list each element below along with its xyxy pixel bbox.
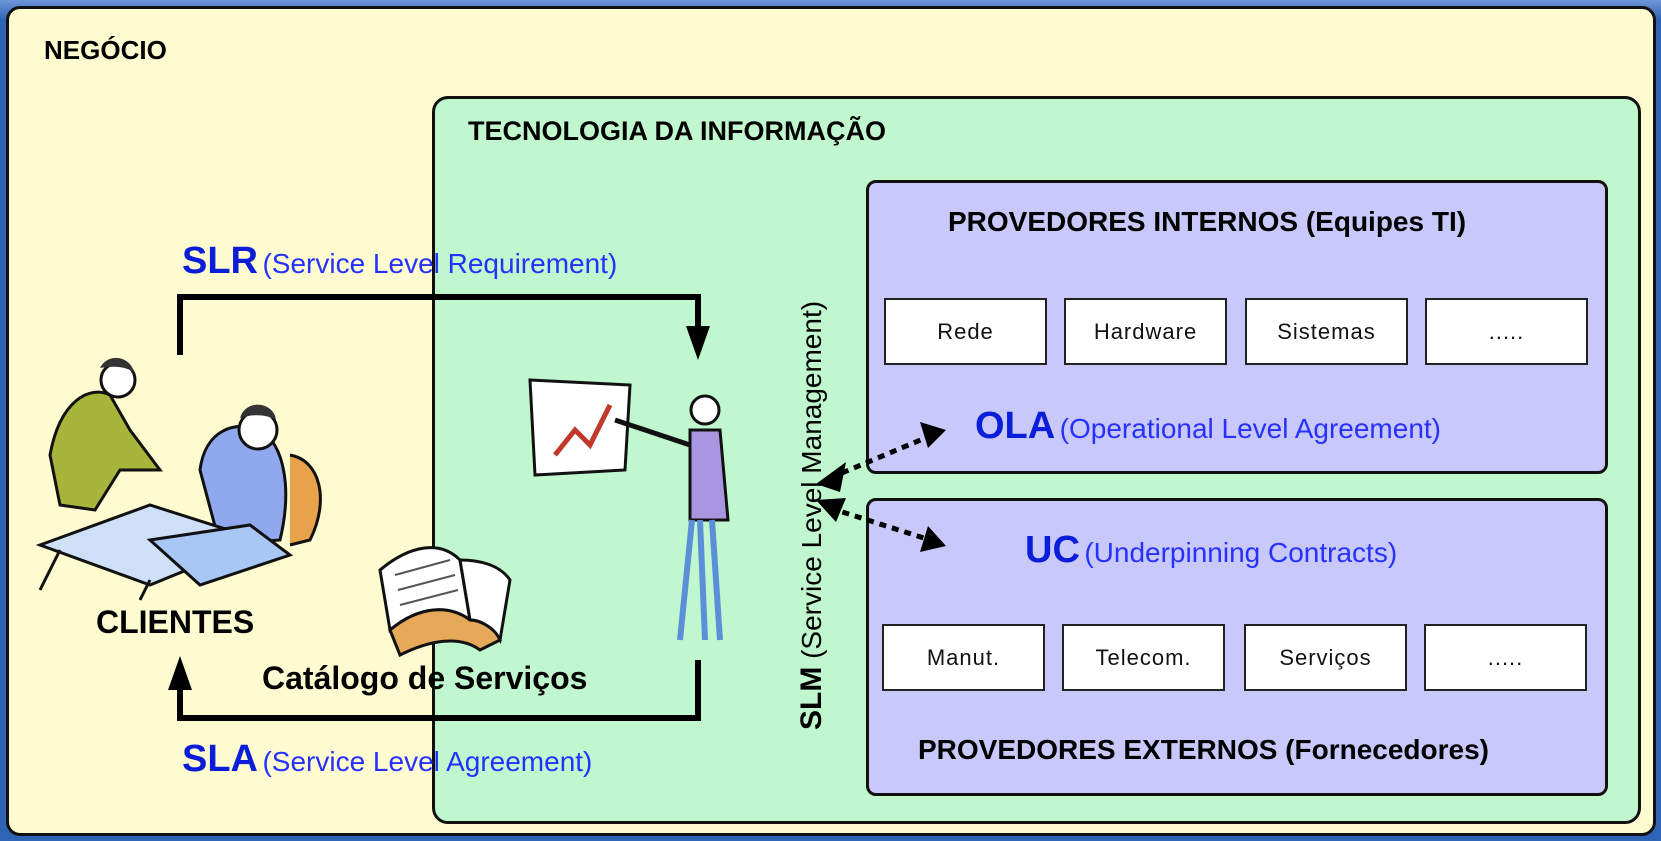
slr-label: SLR (Service Level Requirement) (182, 240, 617, 283)
service-rede: Rede (884, 298, 1047, 365)
sla-label: SLA (Service Level Agreement) (182, 738, 592, 781)
sla-arrow (177, 660, 701, 721)
slr-expansion: (Service Level Requirement) (262, 248, 618, 279)
catalogo-book-icon (378, 546, 512, 658)
clientes-label: CLIENTES (96, 604, 255, 640)
service-servicos: Serviços (1244, 624, 1407, 691)
sla-arrowhead (168, 656, 192, 690)
uc-arrowhead-right (920, 526, 946, 552)
slm-presenter-illustration (528, 378, 730, 641)
uc-expansion: (Underpinning Contracts) (1084, 537, 1398, 568)
slm-expansion: (Service Level Management) (796, 300, 827, 659)
ola-expansion: (Operational Level Agreement) (1059, 413, 1441, 444)
sla-acronym: SLA (182, 738, 258, 780)
uc-label: UC (Underpinning Contracts) (1025, 529, 1397, 572)
negocio-title: NEGÓCIO (44, 35, 167, 65)
uc-acronym: UC (1025, 529, 1080, 571)
service-manut: Manut. (882, 624, 1045, 691)
service-more-external: ..... (1424, 624, 1587, 691)
provedores-externos-title: PROVEDORES EXTERNOS (Fornecedores) (918, 734, 1490, 765)
ola-arrowhead-left (816, 462, 846, 492)
ola-dotted-arrow (829, 433, 931, 481)
slm-vertical-label: SLM (Service Level Management) (795, 301, 829, 730)
ola-label: OLA (Operational Level Agreement) (975, 405, 1441, 448)
ola-acronym: OLA (975, 405, 1056, 447)
service-more-internal: ..... (1425, 298, 1588, 365)
service-hardware: Hardware (1064, 298, 1227, 365)
service-sistemas: Sistemas (1245, 298, 1408, 365)
slr-acronym: SLR (182, 240, 258, 282)
provedores-internos-title: PROVEDORES INTERNOS (Equipes TI) (948, 206, 1467, 237)
catalogo-label: Catálogo de Serviços (262, 660, 588, 696)
slm-acronym: SLM (795, 666, 828, 730)
clientes-illustration (35, 357, 322, 601)
sla-expansion: (Service Level Agreement) (262, 746, 593, 777)
ola-arrowhead-right (920, 422, 946, 448)
service-telecom: Telecom. (1062, 624, 1225, 691)
ti-title: TECNOLOGIA DA INFORMAÇÃO (468, 116, 886, 146)
uc-dotted-arrow (829, 505, 931, 543)
uc-arrowhead-left (816, 498, 846, 522)
slr-arrow (177, 294, 701, 355)
slr-arrowhead (686, 326, 710, 360)
